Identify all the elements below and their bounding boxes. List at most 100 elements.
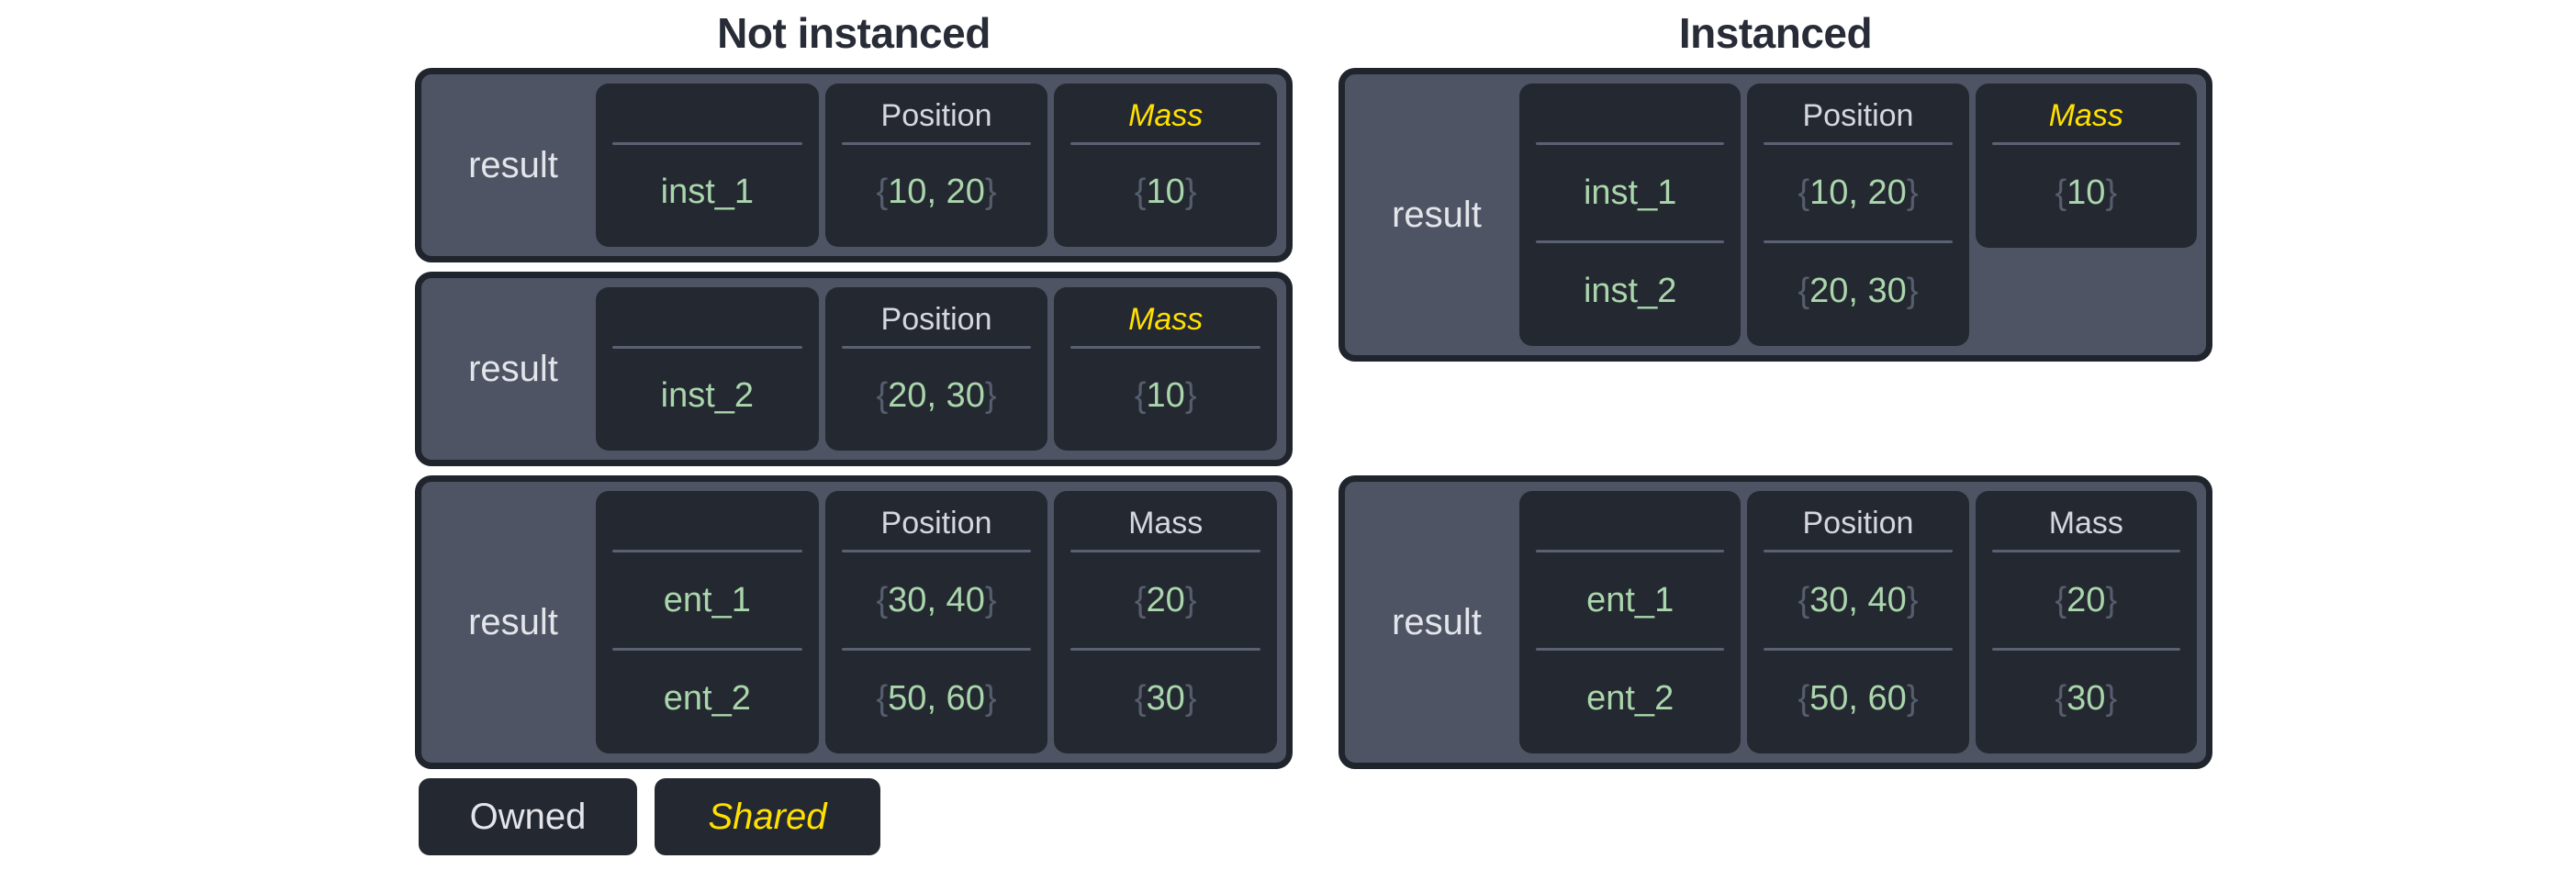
column-header: Position [880, 505, 992, 541]
column-header: Mass [1128, 301, 1204, 337]
column-header: Mass [2048, 505, 2123, 541]
column-header [1519, 496, 1741, 550]
open-brace: { [876, 376, 889, 415]
column-header: Position [880, 301, 992, 337]
row-divider [1070, 648, 1261, 651]
column-header [1519, 89, 1741, 142]
row-divider [1536, 240, 1725, 243]
row-divider [841, 648, 1032, 651]
row-divider [1764, 550, 1953, 552]
entity-name: ent_1 [663, 580, 751, 619]
close-brace: } [1184, 173, 1197, 211]
component-column: Position {30, 40}{50, 60} [824, 491, 1048, 753]
component-column: Mass{10} [1054, 84, 1278, 247]
close-brace: } [2105, 580, 2118, 619]
column-header [596, 496, 819, 550]
row-divider [1991, 648, 2180, 651]
value-text: 50, 60 [1809, 678, 1907, 718]
close-brace: } [984, 678, 997, 718]
value-text: 10, 20 [888, 173, 985, 211]
value-cell: ent_2 [596, 651, 819, 746]
legend-owned-label: Owned [469, 796, 587, 837]
row-divider [1536, 550, 1725, 552]
legend-owned: Owned [419, 778, 637, 855]
value-cell: {30, 40} [1747, 552, 1968, 648]
value-text: 10, 20 [1809, 173, 1907, 212]
column-header: Mass [2048, 97, 2123, 133]
row-divider [1991, 550, 2180, 552]
value-cell: {20} [1054, 552, 1277, 648]
component-column: ent_1 ent_2 [596, 491, 819, 753]
entity-name: inst_1 [660, 173, 755, 211]
value-text: 20, 30 [1809, 271, 1907, 310]
value-cell: {10} [1054, 145, 1277, 240]
open-brace: { [2055, 580, 2067, 619]
row-divider [1764, 648, 1953, 651]
value-cell: {30, 40} [825, 552, 1048, 648]
value-cell: {20, 30} [825, 349, 1048, 443]
value-text: 30 [2066, 678, 2106, 718]
value-text: 30, 40 [1809, 580, 1907, 619]
value-cell: inst_2 [596, 349, 819, 443]
row-divider [841, 142, 1032, 145]
column-header: Position [1802, 97, 1914, 133]
row-label: result [468, 144, 558, 185]
row-label: result [1392, 194, 1482, 235]
value-text: 20, 30 [888, 376, 985, 415]
value-cell: ent_1 [1519, 552, 1741, 648]
entity-name: inst_2 [660, 376, 755, 415]
component-column: Position{30, 40}{50, 60} [1747, 491, 1969, 753]
open-brace: { [876, 580, 889, 619]
row-divider [612, 346, 802, 349]
open-brace: { [1134, 173, 1147, 211]
legend: Owned Shared [419, 778, 1293, 855]
row-label: result [1392, 601, 1482, 642]
row-divider [841, 346, 1032, 349]
open-brace: { [1798, 271, 1810, 310]
open-brace: { [1134, 580, 1147, 619]
value-cell: {10, 20} [1747, 145, 1968, 240]
value-text: 30 [1146, 678, 1185, 718]
value-cell: {20} [1976, 552, 2197, 648]
close-brace: } [984, 580, 997, 619]
component-column: Position{10, 20} [824, 84, 1048, 247]
value-text: 10 [1146, 376, 1185, 415]
value-text: 20 [1146, 580, 1185, 619]
value-cell: inst_1 [1519, 145, 1741, 240]
value-text: 10 [1146, 173, 1185, 211]
open-brace: { [1798, 580, 1810, 619]
component-column: Mass{10} [1975, 84, 2197, 248]
open-brace: { [1134, 376, 1147, 415]
row-divider [1070, 550, 1261, 552]
close-brace: } [1906, 173, 1919, 212]
close-brace: } [2105, 678, 2118, 718]
column-header [596, 89, 819, 142]
value-text: 50, 60 [888, 678, 985, 718]
component-column: inst_2 [596, 287, 819, 451]
section-title-not-instanced: Not instanced [717, 9, 991, 57]
value-cell: {30} [1054, 651, 1277, 746]
value-cell: {20, 30} [1747, 243, 1968, 339]
close-brace: } [1906, 271, 1919, 310]
row-label: result [468, 601, 558, 642]
value-text: 20 [2066, 580, 2106, 619]
component-cells: inst_2 Position {20, 30} Mass {10} [596, 287, 1278, 451]
row-label: result [468, 348, 558, 389]
close-brace: } [2105, 173, 2118, 212]
value-cell: {10} [1054, 349, 1277, 443]
component-column: inst_1 [596, 84, 819, 247]
component-column: Position {20, 30} [824, 287, 1048, 451]
column-header: Position [880, 97, 992, 133]
entity-name: ent_2 [663, 678, 751, 718]
value-text: 30, 40 [888, 580, 985, 619]
row-divider [1764, 142, 1953, 145]
